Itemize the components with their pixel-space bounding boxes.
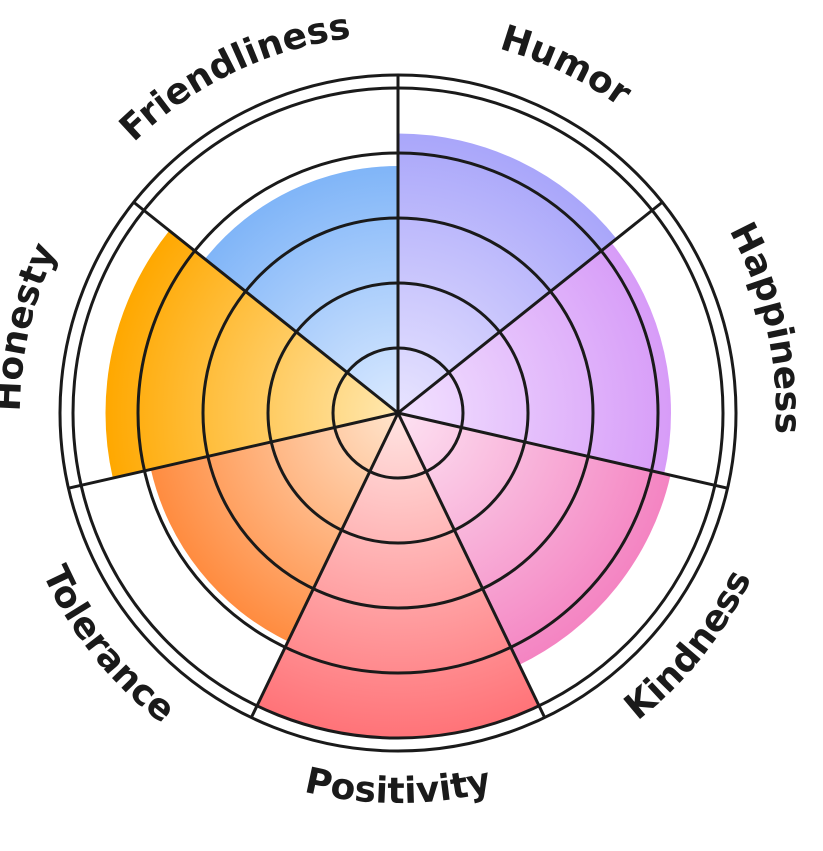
radial-divider-3 — [396, 412, 547, 719]
radial-divider-6 — [132, 201, 399, 415]
radial-divider-5 — [68, 411, 399, 490]
axis-label-honesty: Honesty — [0, 237, 65, 412]
axis-label-text-honesty: Honesty — [0, 237, 65, 412]
axis-label-text-humor: Humor — [496, 18, 639, 115]
sector-friendliness — [204, 166, 398, 413]
sector-humor — [398, 133, 617, 413]
grid-layer — [58, 73, 738, 753]
radial-divider-2 — [397, 411, 728, 490]
axis-label-happiness: Happiness — [721, 216, 808, 435]
axis-label-text-friendliness: Friendliness — [112, 6, 353, 149]
sector-kindness — [398, 413, 671, 665]
axis-label-friendliness: Friendliness — [112, 6, 353, 149]
radial-divider-1 — [397, 201, 664, 415]
axis-label-humor: Humor — [496, 18, 639, 115]
axis-label-text-happiness: Happiness — [721, 216, 808, 435]
axis-label-positivity: Positivity — [302, 760, 495, 812]
sector-positivity — [256, 413, 540, 738]
sector-happiness — [398, 242, 672, 474]
axis-label-text-positivity: Positivity — [302, 760, 495, 812]
radial-divider-4 — [249, 412, 400, 719]
sector-honesty — [105, 230, 398, 479]
